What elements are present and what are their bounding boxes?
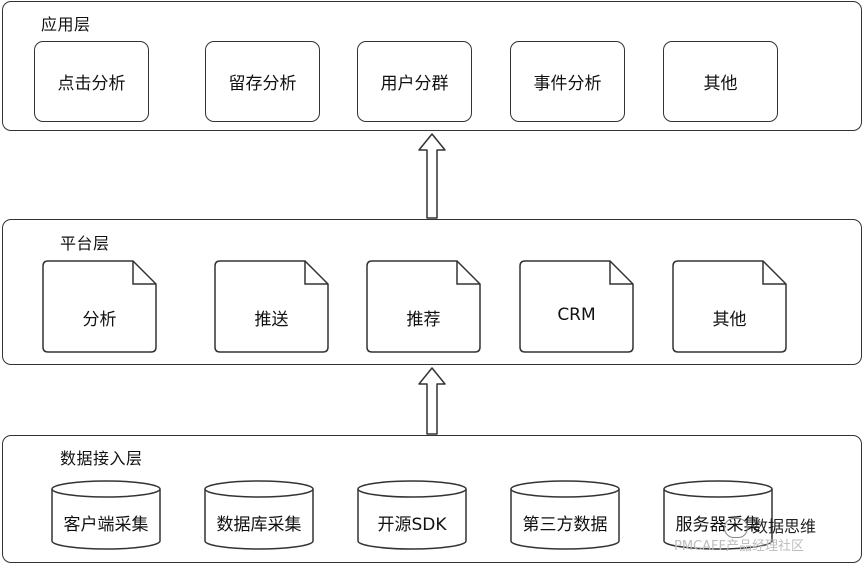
database-icon bbox=[510, 480, 620, 550]
data-source-database: 数据库采集 bbox=[203, 479, 315, 551]
watermark-subtext: PMCAFF产品经理社区 bbox=[674, 539, 804, 554]
document-icon bbox=[366, 260, 481, 353]
platform-item-label: CRM bbox=[557, 305, 596, 325]
platform-item-other: 其他 bbox=[671, 259, 788, 354]
data-source-label: 数据库采集 bbox=[216, 515, 302, 535]
document-icon bbox=[42, 260, 157, 353]
platform-item-crm: CRM bbox=[518, 259, 635, 354]
document-icon bbox=[672, 260, 787, 353]
platform-item-recommend: 推荐 bbox=[365, 259, 482, 354]
platform-item-label: 推荐 bbox=[406, 310, 441, 330]
app-item-retention-analysis: 留存分析 bbox=[205, 41, 320, 122]
database-icon bbox=[51, 480, 161, 550]
document-icon bbox=[519, 260, 634, 353]
platform-item-label: 推送 bbox=[254, 310, 289, 330]
data-source-label: 开源SDK bbox=[377, 515, 447, 535]
data-access-layer-title: 数据接入层 bbox=[60, 449, 143, 468]
document-icon bbox=[214, 260, 329, 353]
data-source-third-party: 第三方数据 bbox=[509, 479, 621, 551]
arrow-up-icon bbox=[418, 133, 446, 219]
app-item-other: 其他 bbox=[663, 41, 778, 122]
data-source-client: 客户端采集 bbox=[50, 479, 162, 551]
database-icon bbox=[204, 480, 314, 550]
data-source-label: 客户端采集 bbox=[63, 515, 149, 535]
watermark-text: 数据思维 bbox=[752, 517, 817, 536]
data-source-label: 第三方数据 bbox=[522, 515, 608, 535]
data-source-open-sdk: 开源SDK bbox=[356, 479, 468, 551]
platform-item-label: 其他 bbox=[712, 310, 747, 330]
app-item-click-analysis: 点击分析 bbox=[34, 41, 149, 122]
platform-layer-title: 平台层 bbox=[60, 234, 110, 253]
wechat-icon bbox=[724, 517, 748, 538]
watermark: 数据思维 PMCAFF产品经理社区 bbox=[674, 513, 817, 554]
platform-item-analysis: 分析 bbox=[41, 259, 158, 354]
database-icon bbox=[357, 480, 467, 550]
platform-item-push: 推送 bbox=[213, 259, 330, 354]
arrow-up-icon bbox=[418, 367, 446, 435]
app-item-user-segmentation: 用户分群 bbox=[357, 41, 472, 122]
app-layer-title: 应用层 bbox=[41, 15, 91, 34]
app-item-event-analysis: 事件分析 bbox=[510, 41, 625, 122]
platform-item-label: 分析 bbox=[82, 310, 117, 330]
